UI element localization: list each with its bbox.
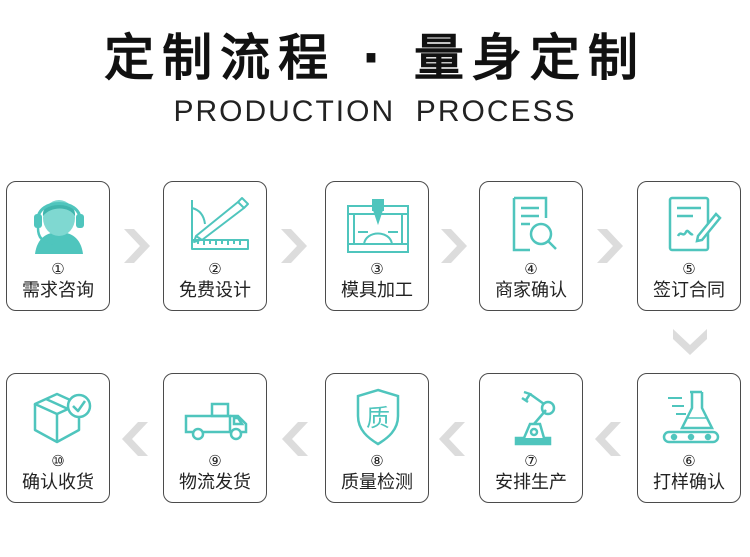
step-9-logistics-shipping: ⑨ 物流发货 [163,373,267,503]
arrow-right-icon [118,227,154,265]
svg-text:质: 质 [366,404,390,432]
step-5-sign-contract: ⑤ 签订合同 [637,181,741,311]
step-label: 打样确认 [653,472,725,493]
document-search-icon [494,192,570,258]
step-label: 免费设计 [179,280,251,301]
arrow-right-icon [591,227,627,265]
step-label: 模具加工 [341,280,413,301]
step-number: ⑦ [524,452,538,470]
step-2-free-design: ② 免费设计 [163,181,267,311]
step-number: ② [208,260,222,278]
arrow-left-icon [278,420,314,458]
arrow-left-icon [118,420,154,458]
step-label: 商家确认 [495,280,567,301]
step-6-sample-confirm: ⑥ 打样确认 [637,373,741,503]
step-number: ③ [370,260,384,278]
step-number: ⑩ [51,452,65,470]
delivery-truck-icon [178,384,254,450]
contract-sign-icon [652,192,728,258]
page-title: 定制流程 · 量身定制 [104,29,646,87]
robot-arm-icon [494,384,570,450]
step-number: ① [51,260,65,278]
ruler-pencil-icon [178,192,254,258]
step-number: ⑧ [370,452,384,470]
step-number: ⑨ [208,452,222,470]
step-8-quality-inspection: 质 ⑧ 质量检测 [325,373,429,503]
step-number: ⑤ [682,260,696,278]
step-number: ⑥ [682,452,696,470]
arrow-left-icon [435,420,471,458]
page-subtitle: PRODUCTION PROCESS [173,95,577,128]
arrow-right-icon [275,227,311,265]
step-7-arrange-production: ⑦ 安排生产 [479,373,583,503]
mold-press-icon [340,192,416,258]
step-number: ④ [524,260,538,278]
package-check-icon [21,384,97,450]
step-label: 安排生产 [495,472,567,493]
sample-flask-icon [652,384,728,450]
arrow-left-icon [591,420,627,458]
step-3-mold-processing: ③ 模具加工 [325,181,429,311]
headset-agent-icon [21,192,97,258]
step-label: 质量检测 [341,472,413,493]
arrow-down-icon [671,323,709,359]
step-label: 确认收货 [22,472,94,493]
arrow-right-icon [435,227,471,265]
step-label: 物流发货 [179,472,251,493]
step-label: 需求咨询 [22,280,94,301]
step-4-merchant-confirm: ④ 商家确认 [479,181,583,311]
step-10-confirm-receipt: ⑩ 确认收货 [6,373,110,503]
quality-shield-icon: 质 [340,384,416,450]
step-1-consultation: ① 需求咨询 [6,181,110,311]
step-label: 签订合同 [653,280,725,301]
